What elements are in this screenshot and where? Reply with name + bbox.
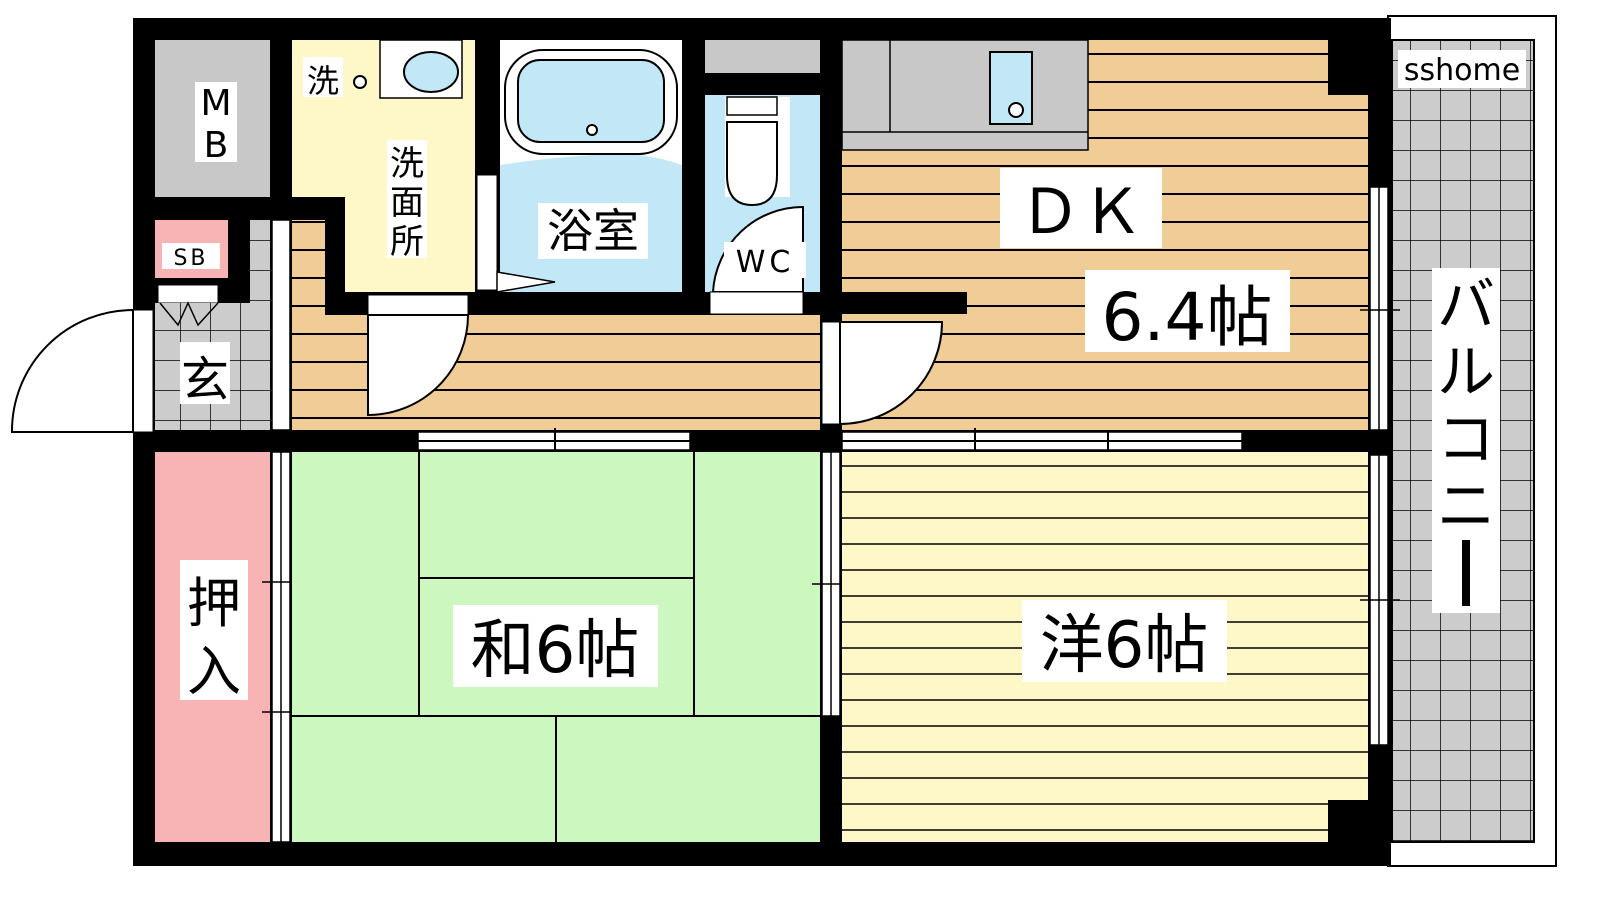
balcony-label: ル [1437,338,1495,406]
kitchen-counter [841,39,1089,151]
entrance-label: 玄 [181,352,229,408]
washer-label: 洗 [307,62,339,100]
closet-label: 入 [187,640,241,703]
closet-label: 押 [187,572,241,635]
balcony-long-vowel-mark [1462,540,1470,606]
washroom-label: 面 [390,183,424,223]
balcony [1387,15,1557,867]
washroom [292,39,475,292]
balcony-label: コ [1437,405,1495,473]
washer-drain-icon [353,75,367,89]
balcony-label: ニ [1437,472,1495,540]
meter-box-label: B [204,125,229,166]
watermark-logo: sshome [1404,53,1520,88]
door-swing [839,321,944,426]
meter-box-label: M [200,83,231,124]
bathroom-label: 浴室 [547,204,639,258]
washroom-label: 所 [390,222,424,262]
toilet-label: WC [736,245,795,280]
balcony-label: バ [1437,271,1495,339]
japanese-room-label: 和6帖 [471,614,640,688]
washroom-label: 洗 [390,144,424,184]
dk-size-label: 6.4帖 [1102,279,1273,356]
dk-label: ＤＫ [1019,175,1143,248]
door-swing [367,314,470,417]
western-room-label: 洋6帖 [1040,609,1209,683]
entrance-door-swing [10,308,134,433]
sink-basin-icon [403,51,459,93]
shoe-box-label: SB [173,246,208,271]
